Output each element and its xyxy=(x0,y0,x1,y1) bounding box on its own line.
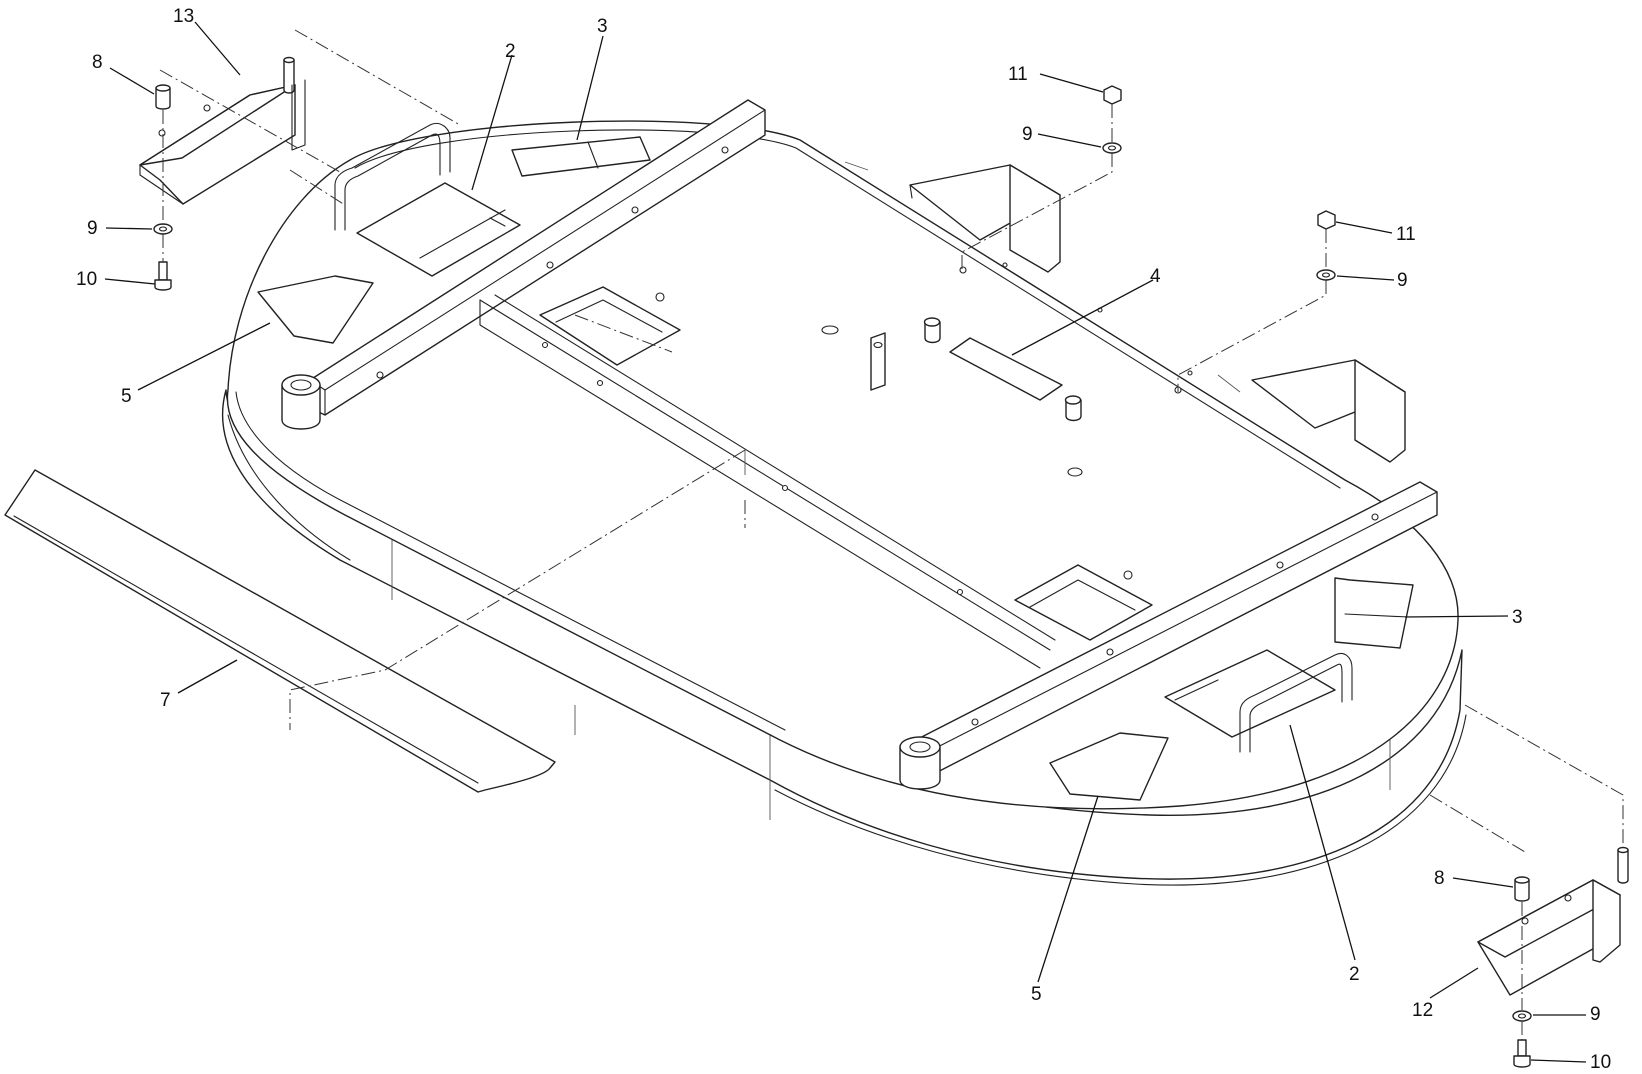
bolt-10-right xyxy=(1513,1039,1531,1068)
washer-9-left xyxy=(153,223,173,235)
callout-2-rear: 2 xyxy=(505,41,516,62)
callout-12: 12 xyxy=(1412,1000,1433,1021)
callout-9-left: 9 xyxy=(87,218,98,239)
callout-9-right: 9 xyxy=(1590,1004,1601,1025)
callout-10-right: 10 xyxy=(1590,1052,1611,1073)
callout-9-front: 9 xyxy=(1397,270,1408,291)
washer-9-rear xyxy=(1102,142,1122,154)
side-bracket-front xyxy=(1251,359,1406,463)
callout-11-rear: 11 xyxy=(1008,64,1028,85)
decal-4 xyxy=(949,337,1063,401)
callout-13: 13 xyxy=(173,6,194,27)
callout-7: 7 xyxy=(160,690,171,711)
baffle-strip-part-7 xyxy=(4,469,556,793)
bolt-10-left xyxy=(154,261,172,291)
callout-3-front: 3 xyxy=(1512,607,1523,628)
washer-9-front xyxy=(1316,269,1336,281)
callout-9-rear: 9 xyxy=(1022,124,1033,145)
front-handle xyxy=(1239,652,1353,753)
bracket-13 xyxy=(139,56,306,205)
callout-5-front: 5 xyxy=(1031,984,1042,1005)
decal-3-rear xyxy=(511,136,651,177)
washer-9-right xyxy=(1512,1010,1532,1022)
callout-10-left: 10 xyxy=(76,269,97,290)
side-bracket-rear xyxy=(909,164,1061,273)
nut-11-rear xyxy=(1103,85,1122,105)
center-channel xyxy=(479,294,1056,669)
callout-5-rear: 5 xyxy=(121,386,132,407)
callout-8-left: 8 xyxy=(92,52,103,73)
decal-2-rear xyxy=(356,182,521,277)
callout-labels: 13 8 9 10 2 3 5 7 11 9 11 9 4 3 2 5 8 12… xyxy=(76,6,1611,1073)
decal-5-front xyxy=(1049,732,1169,801)
rear-pivot-boss xyxy=(281,374,321,430)
rear-handle xyxy=(334,122,451,231)
decal-2-front xyxy=(1164,649,1336,738)
callout-3-rear: 3 xyxy=(597,16,608,37)
spacer-8-left xyxy=(155,84,171,110)
front-pivot-boss xyxy=(899,736,941,790)
assembly-centerlines xyxy=(159,29,1624,1040)
nut-11-front xyxy=(1317,210,1336,230)
decal-5-rear xyxy=(257,275,374,344)
front-pocket xyxy=(1014,564,1153,641)
leader-lines xyxy=(104,21,1587,1063)
spacer-8-right xyxy=(1514,876,1530,902)
deck-center-hardware xyxy=(821,262,1193,477)
callout-8-right: 8 xyxy=(1434,868,1445,889)
callout-11-front: 11 xyxy=(1396,224,1416,245)
decal-3-front xyxy=(1334,577,1414,649)
bracket-12 xyxy=(1477,846,1629,996)
rear-pocket xyxy=(539,286,681,366)
callout-4: 4 xyxy=(1150,266,1161,287)
callout-2-front: 2 xyxy=(1349,964,1360,985)
